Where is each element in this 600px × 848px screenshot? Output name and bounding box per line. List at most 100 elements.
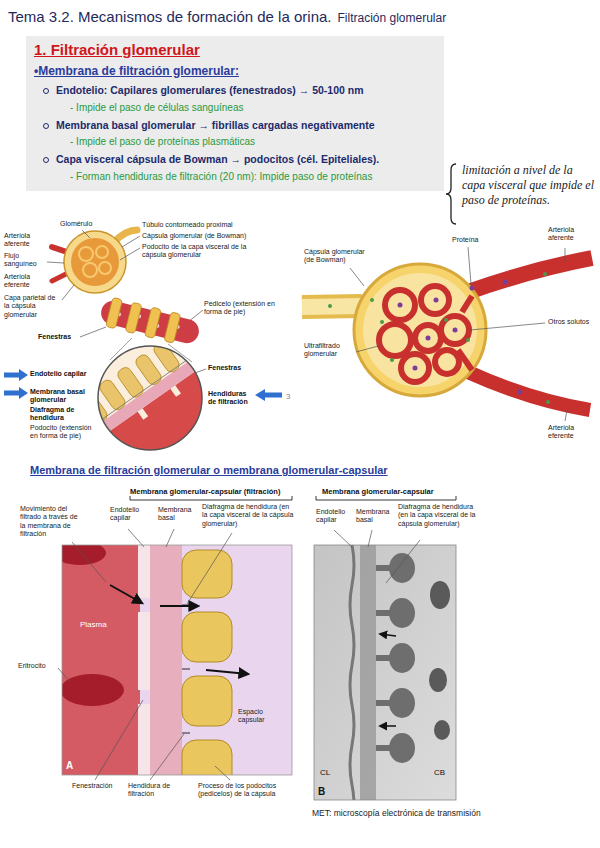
glomerulus-capsule-drawing xyxy=(466,338,470,342)
part-label: Endotelio capilar xyxy=(30,370,96,378)
part-label: Otros solutos xyxy=(548,318,592,326)
blue-arrow xyxy=(19,369,28,381)
part-label: Ultrafiltrado glomerular xyxy=(304,342,356,359)
part-label: Endotelio capilar xyxy=(110,506,150,523)
zoom-detail xyxy=(72,340,226,453)
capillary-drawing xyxy=(106,297,123,329)
leader-line xyxy=(386,540,420,583)
glomerulus-drawing xyxy=(83,263,97,277)
leader-line xyxy=(368,530,372,547)
part-label: Plasma xyxy=(80,620,107,630)
zoom-detail xyxy=(170,327,200,361)
glomerulus-capsule-drawing xyxy=(380,320,384,324)
part-label: Espacio capsular xyxy=(238,708,284,725)
leader-line xyxy=(122,236,140,247)
figure-caption: MET: microscopía electrónica de transmis… xyxy=(312,808,481,818)
part-label: Fenestras xyxy=(208,364,241,372)
figure-heading: Membrana glomerular-capsular xyxy=(322,487,434,496)
leader-line xyxy=(187,533,232,604)
part-label: Fenestración xyxy=(72,782,112,790)
text-panel: 1. Filtración glomerular•Membrana de fil… xyxy=(26,36,444,191)
micrograph xyxy=(360,545,376,800)
glomerulus-capsule-drawing xyxy=(302,258,592,410)
membrane-illustration xyxy=(182,732,190,733)
glomerulus-capsule-drawing xyxy=(363,273,477,387)
micrograph xyxy=(376,700,390,706)
blue-arrow xyxy=(4,391,20,396)
glomerulus-capsule-drawing xyxy=(470,286,475,291)
leader-line xyxy=(468,247,471,284)
glomerulus-capsule-drawing xyxy=(518,390,523,395)
bullet-item: Capa visceral cápsula de Bowman → podoci… xyxy=(56,153,436,167)
leader-line xyxy=(150,734,184,780)
capillary-drawing xyxy=(98,295,202,348)
glomerulus-capsule-drawing xyxy=(444,318,448,322)
membrane-illustration xyxy=(182,612,232,662)
glomerulus-capsule-drawing xyxy=(328,304,332,308)
glomerulus-capsule-drawing xyxy=(398,280,523,395)
glomerulus-capsule-drawing xyxy=(328,272,550,404)
glomerulus-capsule-drawing xyxy=(468,372,590,410)
blue-arrow xyxy=(19,387,28,399)
glomerulus-capsule-drawing xyxy=(462,296,472,312)
page-title: Tema 3.2. Mecanismos de formación de la … xyxy=(8,8,332,25)
capillary-drawing xyxy=(125,302,142,334)
part-label: Movimiento del filtrado a través de la m… xyxy=(20,505,82,539)
part-label: Podocito (extensión en forma de pie) xyxy=(30,424,96,441)
title-row: Tema 3.2. Mecanismos de formación de la … xyxy=(8,8,446,25)
leader-line xyxy=(565,248,566,262)
zoom-detail xyxy=(152,340,182,374)
micrograph xyxy=(314,545,456,800)
micrograph xyxy=(314,545,456,800)
leader-line xyxy=(350,268,364,286)
glomerulus-capsule-drawing xyxy=(546,400,550,404)
part-label: Glomérulo xyxy=(60,220,92,228)
glomerulus-drawing xyxy=(79,247,93,261)
membrane-illustration xyxy=(150,545,182,775)
leader-line xyxy=(120,248,140,260)
capillary-drawing xyxy=(164,312,181,344)
zoom-detail xyxy=(53,314,266,511)
bracket xyxy=(130,496,456,500)
zoom-detail xyxy=(98,346,202,450)
membrane-illustration xyxy=(62,545,292,775)
membrane-illustration xyxy=(206,670,248,674)
glomerulus-capsule-drawing xyxy=(370,298,374,302)
zoom-detail xyxy=(53,314,266,511)
blue-arrow xyxy=(255,389,265,401)
membrane-illustration xyxy=(62,674,124,706)
glomerulus-capsule-drawing xyxy=(453,328,458,333)
leader-line xyxy=(128,529,144,547)
leader-line xyxy=(470,323,545,330)
membrane-illustration xyxy=(62,545,140,775)
zoom-detail xyxy=(105,431,116,443)
micrograph xyxy=(389,688,415,718)
membrane-illustration xyxy=(62,545,106,565)
part-label: Hendidura de filtración xyxy=(128,782,180,799)
panel-letter: A xyxy=(66,760,73,772)
leader-line xyxy=(72,542,106,582)
part-label: Proteína xyxy=(452,236,478,244)
glomerulus-capsule-drawing xyxy=(441,316,469,344)
leader-line xyxy=(58,668,70,682)
membrane-illustration xyxy=(182,605,190,733)
bullet-mark xyxy=(43,157,49,163)
part-label: Arteriola aferente xyxy=(4,232,46,249)
membrane-illustration xyxy=(110,585,248,674)
leader-line xyxy=(565,410,567,421)
micrograph xyxy=(350,545,354,800)
subheading: •Membrana de filtración glomerular: xyxy=(34,64,436,80)
part-label: Podocito de la capa visceral de la cápsu… xyxy=(142,243,272,260)
part-label: Capa parietal de la cápsula glomerular xyxy=(4,294,62,319)
membrane-illustration xyxy=(160,605,198,607)
membrane-illustration xyxy=(138,545,150,598)
part-label: Eritrocito xyxy=(18,662,46,670)
micrograph xyxy=(380,725,396,727)
section-subheading: Membrana de filtración glomerular o memb… xyxy=(30,464,388,477)
part-label: Arteriola aferente xyxy=(548,226,592,243)
note-line: - Impide el paso de proteínas plasmática… xyxy=(70,135,436,148)
part-label: Arteriola eferente xyxy=(4,273,46,290)
glomerulus-capsule-drawing xyxy=(379,286,472,382)
membrane-illustration xyxy=(110,585,142,603)
leader-line xyxy=(334,530,352,547)
